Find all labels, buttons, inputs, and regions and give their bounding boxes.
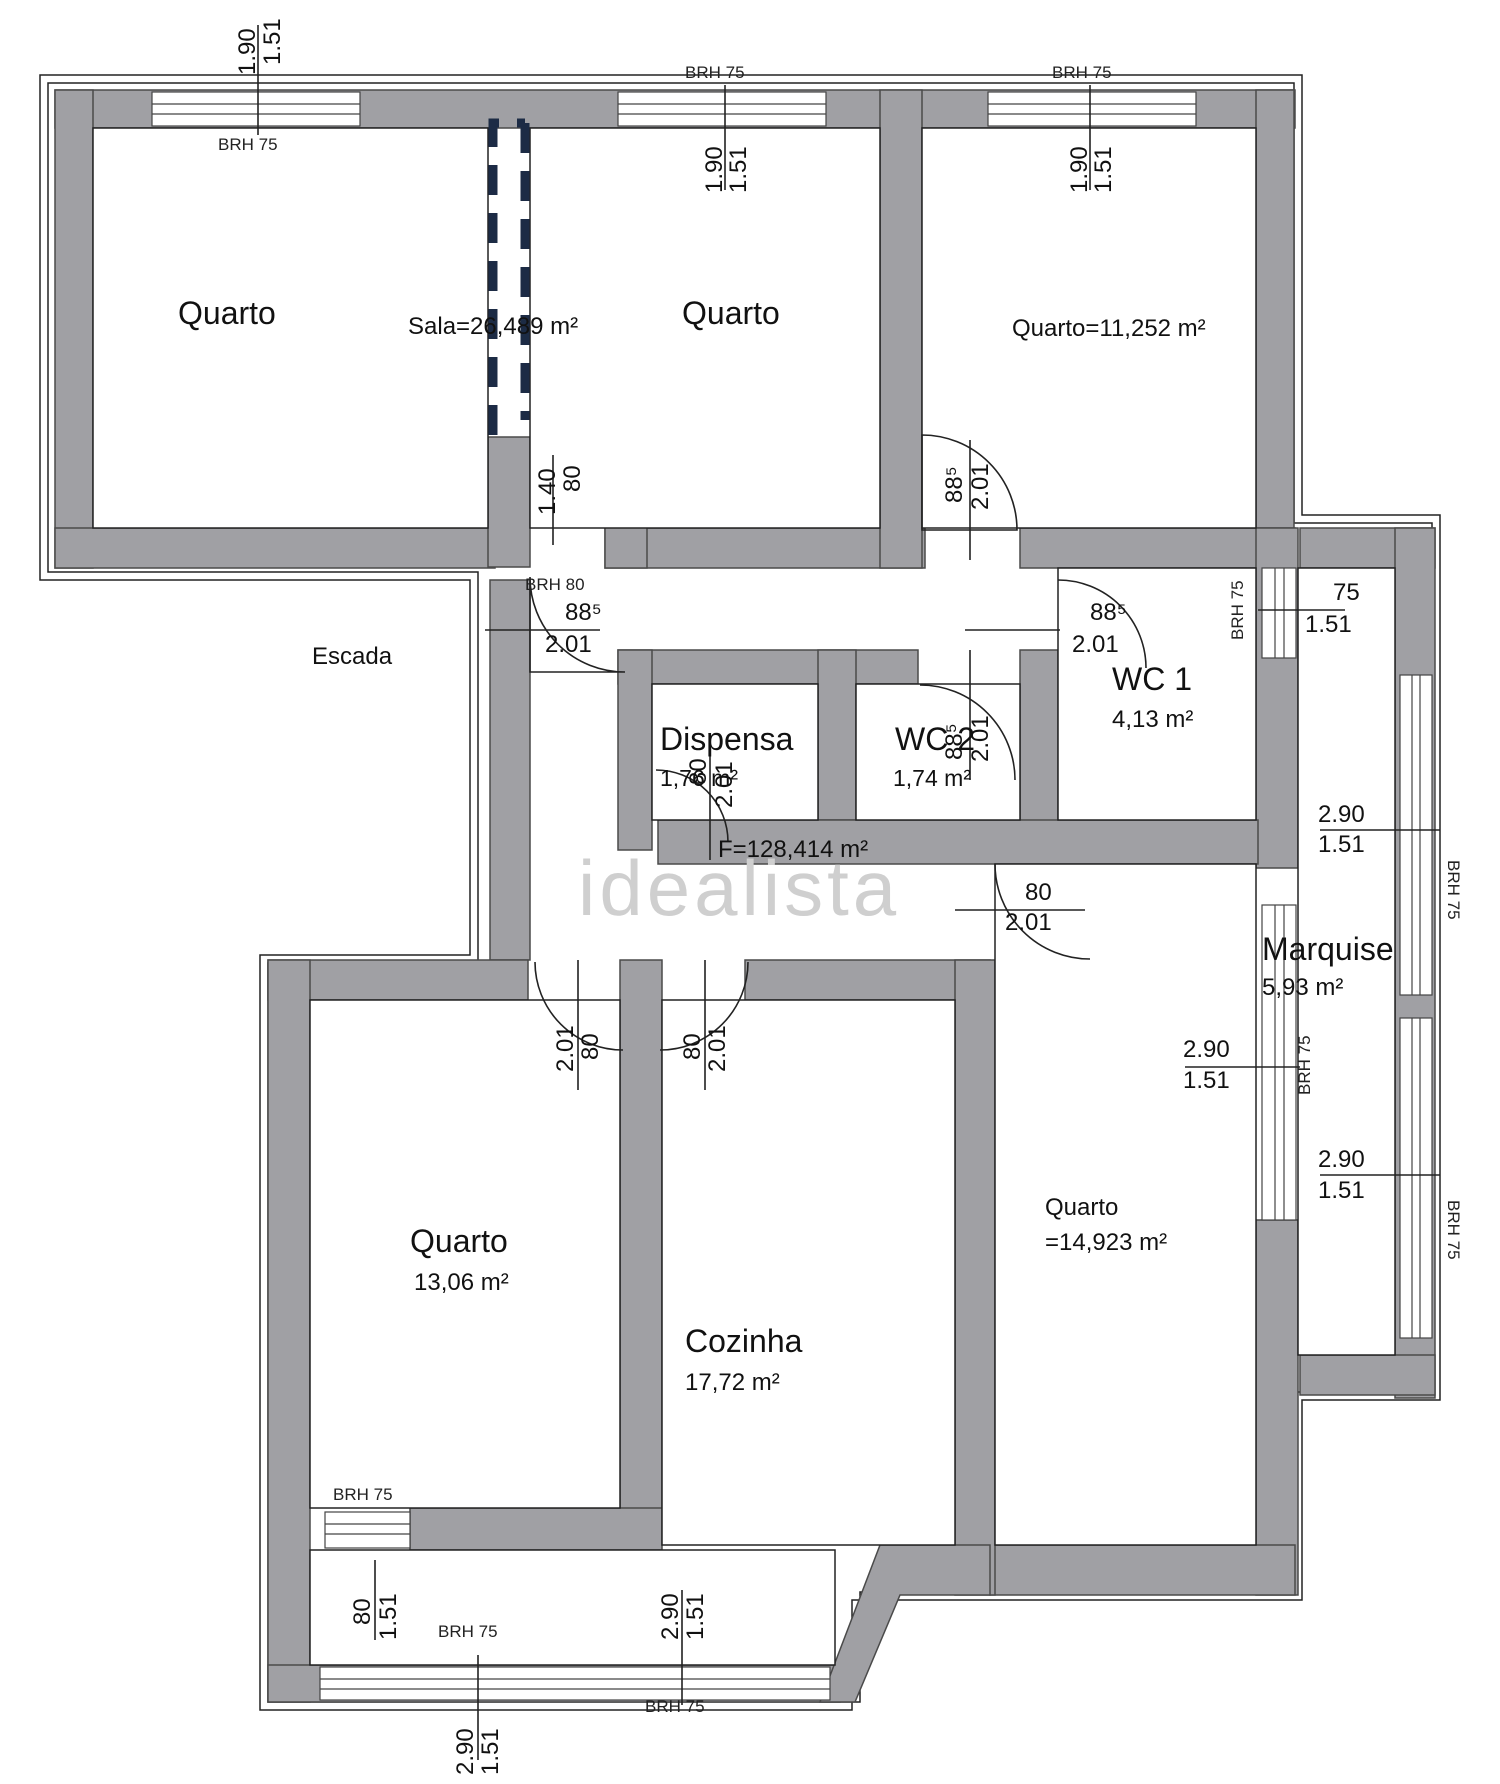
dim-label: 1.40 — [534, 468, 561, 515]
room-wc1-name: WC 1 — [1112, 661, 1192, 697]
brh-label: BRH 75 — [438, 1622, 498, 1641]
room-quarto-right-name: Quarto — [1045, 1194, 1118, 1221]
room-quarto-top-right: Quarto=11,252 m² — [1012, 315, 1206, 342]
dim-label: 2.90 — [452, 1728, 479, 1775]
room-dispensa-name: Dispensa — [660, 721, 794, 757]
total-area: F=128,414 m² — [718, 836, 868, 863]
brh-label: BRH 75 — [1228, 580, 1247, 640]
dim-label: 1.90 — [701, 146, 728, 193]
room-marquise-name: Marquise — [1262, 931, 1394, 967]
dim-label: 2.01 — [711, 761, 738, 808]
dim-label: 80 — [685, 758, 712, 785]
dim-label: 2.90 — [657, 1593, 684, 1640]
dim-label: 1.51 — [1318, 1177, 1365, 1204]
dim-label: 1.51 — [375, 1593, 402, 1640]
brh-label: BRH 75 — [333, 1485, 393, 1504]
room-quarto-top-mid: Quarto — [682, 295, 780, 331]
dim-label: 1.90 — [234, 28, 261, 75]
dim-label: 88⁵ — [941, 723, 968, 760]
room-marquise-area: 5,93 m² — [1262, 974, 1343, 1001]
dim-label: 80 — [679, 1033, 706, 1060]
brh-label: BRH 75 — [685, 63, 745, 82]
room-quarto-bottom-left-name: Quarto — [410, 1223, 508, 1259]
brh-label: BRH 75 — [218, 135, 278, 154]
room-quarto-bottom-left-area: 13,06 m² — [414, 1269, 509, 1296]
room-cozinha-name: Cozinha — [685, 1323, 803, 1359]
brh-label: BRH 75 — [1052, 63, 1112, 82]
dim-label: 2.01 — [552, 1025, 579, 1072]
dashed-wall-marker — [488, 118, 530, 435]
dim-label: 2.01 — [967, 715, 994, 762]
brh-label: BRH 75 — [1444, 860, 1463, 920]
dim-label: 2.01 — [704, 1025, 731, 1072]
room-dispensa-area: 1,76 m² — [660, 765, 738, 791]
dimension-labels: 1.90 1.51 1.90 1.51 1.90 1.51 1.40 80 88… — [234, 18, 1365, 1775]
brh-label: BRH 75 — [1295, 1035, 1314, 1095]
brh-labels: BRH 75 BRH 75 BRH 75 BRH 80 BRH 75 BRH 7… — [218, 63, 1463, 1716]
dim-label: 80 — [349, 1598, 376, 1625]
dim-label: 75 — [1333, 579, 1360, 606]
dim-label: 1.51 — [259, 18, 286, 65]
room-wc2-name: WC 2 — [895, 721, 975, 757]
dim-label: 2.90 — [1318, 801, 1365, 828]
dim-label: 88⁵ — [941, 466, 968, 503]
dim-label: 1.51 — [725, 146, 752, 193]
dim-label: 88⁵ — [1090, 599, 1127, 626]
dim-label: 1.51 — [477, 1728, 504, 1775]
brh-label: BRH 75 — [1444, 1200, 1463, 1260]
exterior-outline — [39, 74, 1441, 1711]
dim-label: 2.01 — [1005, 909, 1052, 936]
watermark: idealista — [578, 844, 900, 932]
dim-label: 2.01 — [967, 463, 994, 510]
dimension-lines — [257, 25, 1440, 1760]
room-labels: Quarto Sala=26,489 m² Quarto Quarto=11,2… — [178, 295, 1394, 1396]
room-cozinha-area: 17,72 m² — [685, 1369, 780, 1396]
dim-label: 2.01 — [1072, 631, 1119, 658]
dim-label: 1.51 — [1305, 611, 1352, 638]
windows — [151, 91, 1433, 1701]
room-floors — [92, 127, 1396, 1666]
brh-label: BRH 75 — [645, 1697, 705, 1716]
dim-label: 1.90 — [1066, 146, 1093, 193]
room-quarto-right-area: =14,923 m² — [1045, 1229, 1167, 1256]
dim-label: 1.51 — [1318, 831, 1365, 858]
dim-label: 80 — [559, 465, 586, 492]
room-sala-area: Sala=26,489 m² — [408, 313, 578, 340]
dim-label: 1.51 — [682, 1593, 709, 1640]
door-swings — [529, 434, 1147, 1051]
dim-label: 1.51 — [1090, 146, 1117, 193]
dim-label: 1.51 — [1183, 1067, 1230, 1094]
dim-label: 80 — [577, 1033, 604, 1060]
room-quarto-top-left: Quarto — [178, 295, 276, 331]
dim-label: 88⁵ — [565, 599, 602, 626]
dim-label: 80 — [1025, 879, 1052, 906]
room-wc1-area: 4,13 m² — [1112, 706, 1193, 733]
room-wc2-area: 1,74 m² — [893, 765, 971, 791]
room-escada: Escada — [312, 643, 393, 670]
dim-label: 2.01 — [545, 631, 592, 658]
brh-label: BRH 80 — [525, 575, 585, 594]
dim-label: 2.90 — [1318, 1146, 1365, 1173]
dim-label: 2.90 — [1183, 1036, 1230, 1063]
